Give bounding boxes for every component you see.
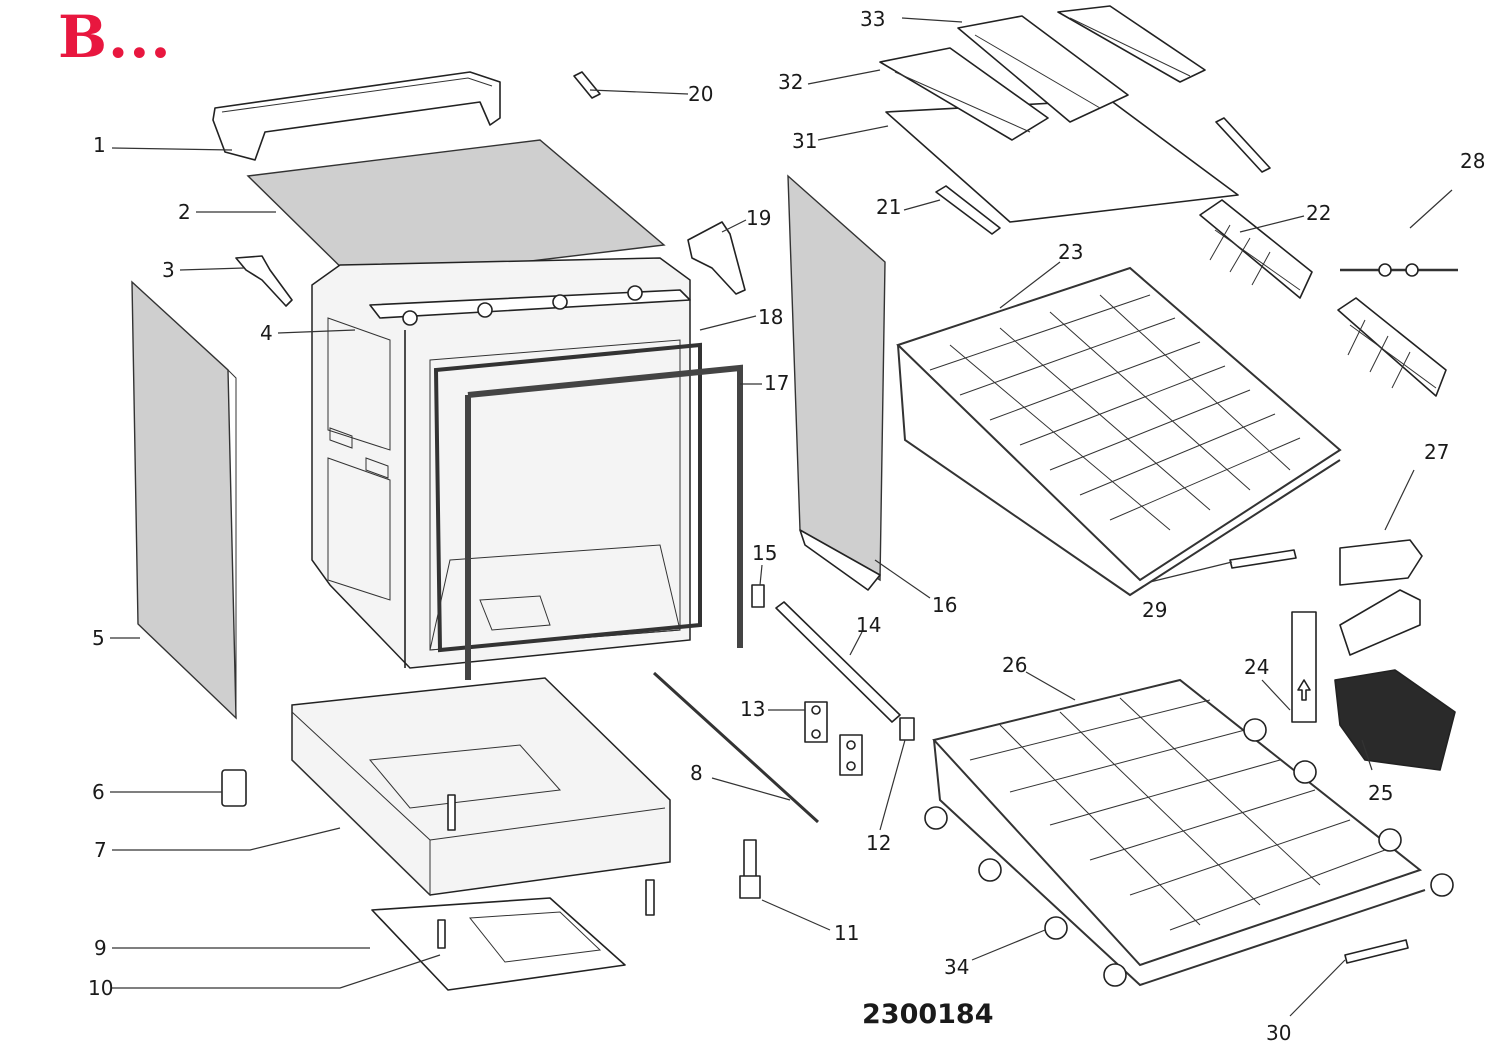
callout-34: 34 (944, 955, 969, 979)
part-7-base (291, 677, 671, 916)
callout-33: 33 (860, 7, 885, 31)
callout-31: 31 (792, 129, 817, 153)
callout-27: 27 (1424, 440, 1449, 464)
callout-12: 12 (866, 831, 891, 855)
part-10-base-plate (371, 897, 626, 991)
part-5-side-panel (131, 280, 237, 720)
callout-21: 21 (876, 195, 901, 219)
callout-labels: 1 2 3 4 5 6 7 8 9 10 11 12 13 14 15 16 1… (88, 7, 1485, 1045)
callout-30: 30 (1266, 1021, 1291, 1045)
part-20-clip (573, 71, 601, 99)
callout-1: 1 (93, 133, 106, 157)
callout-7: 7 (94, 838, 107, 862)
part-30-rail (1344, 939, 1409, 964)
brand-heading: B... (58, 3, 172, 71)
part-3-bracket (235, 255, 293, 307)
callout-19: 19 (746, 206, 771, 230)
part-1-top-trim (212, 71, 501, 161)
callout-29: 29 (1142, 598, 1167, 622)
part-16-side-panel (787, 174, 886, 591)
callout-10: 10 (88, 976, 113, 1000)
part-31-tray-frame (885, 99, 1239, 223)
callout-32: 32 (778, 70, 803, 94)
part-8-cable (652, 671, 820, 824)
part-22-rack-insert (1199, 199, 1313, 299)
callout-23: 23 (1058, 240, 1083, 264)
part-34-wheels (924, 718, 1454, 987)
part-28-spray-arm (1340, 263, 1458, 277)
part-4-tub-body (311, 257, 691, 669)
callout-3: 3 (162, 258, 175, 282)
callout-9: 9 (94, 936, 107, 960)
callout-8: 8 (690, 761, 703, 785)
part-25-cutlery-basket (1334, 669, 1456, 771)
part-11-foot (739, 839, 761, 899)
callout-17: 17 (764, 371, 789, 395)
part-13-hinges (804, 701, 863, 776)
callout-24: 24 (1244, 655, 1269, 679)
part-14-rail (775, 601, 901, 723)
part-26-lower-basket (932, 678, 1426, 987)
part-6-valve (221, 769, 247, 807)
part-32-33-tray-baskets (879, 5, 1206, 141)
part-rail-31b (1215, 117, 1271, 173)
part-24-label (1291, 611, 1317, 723)
callout-15: 15 (752, 541, 777, 565)
leader-lines (110, 17, 1453, 1017)
part-18-door-seal (433, 342, 702, 653)
part-2-worktop (246, 139, 666, 283)
callout-22: 22 (1306, 201, 1331, 225)
callout-28: 28 (1460, 149, 1485, 173)
callout-2: 2 (178, 200, 191, 224)
part-17-frame (465, 364, 743, 680)
part-19-bracket (687, 221, 746, 295)
callout-13: 13 (740, 697, 765, 721)
callout-6: 6 (92, 780, 105, 804)
callout-25: 25 (1368, 781, 1393, 805)
callout-18: 18 (758, 305, 783, 329)
part-15-clip (751, 584, 765, 608)
part-23-upper-basket (896, 266, 1342, 597)
callout-14: 14 (856, 613, 881, 637)
part-27-insert (1337, 297, 1447, 656)
callout-11: 11 (834, 921, 859, 945)
part-29-rail (1229, 549, 1297, 569)
part-21-clip (935, 185, 1001, 235)
callout-5: 5 (92, 626, 105, 650)
callout-16: 16 (932, 593, 957, 617)
callout-20: 20 (688, 82, 713, 106)
callout-26: 26 (1002, 653, 1027, 677)
callout-4: 4 (260, 321, 273, 345)
part-12-cap (899, 717, 915, 741)
drawing-number: 2300184 (862, 999, 994, 1030)
